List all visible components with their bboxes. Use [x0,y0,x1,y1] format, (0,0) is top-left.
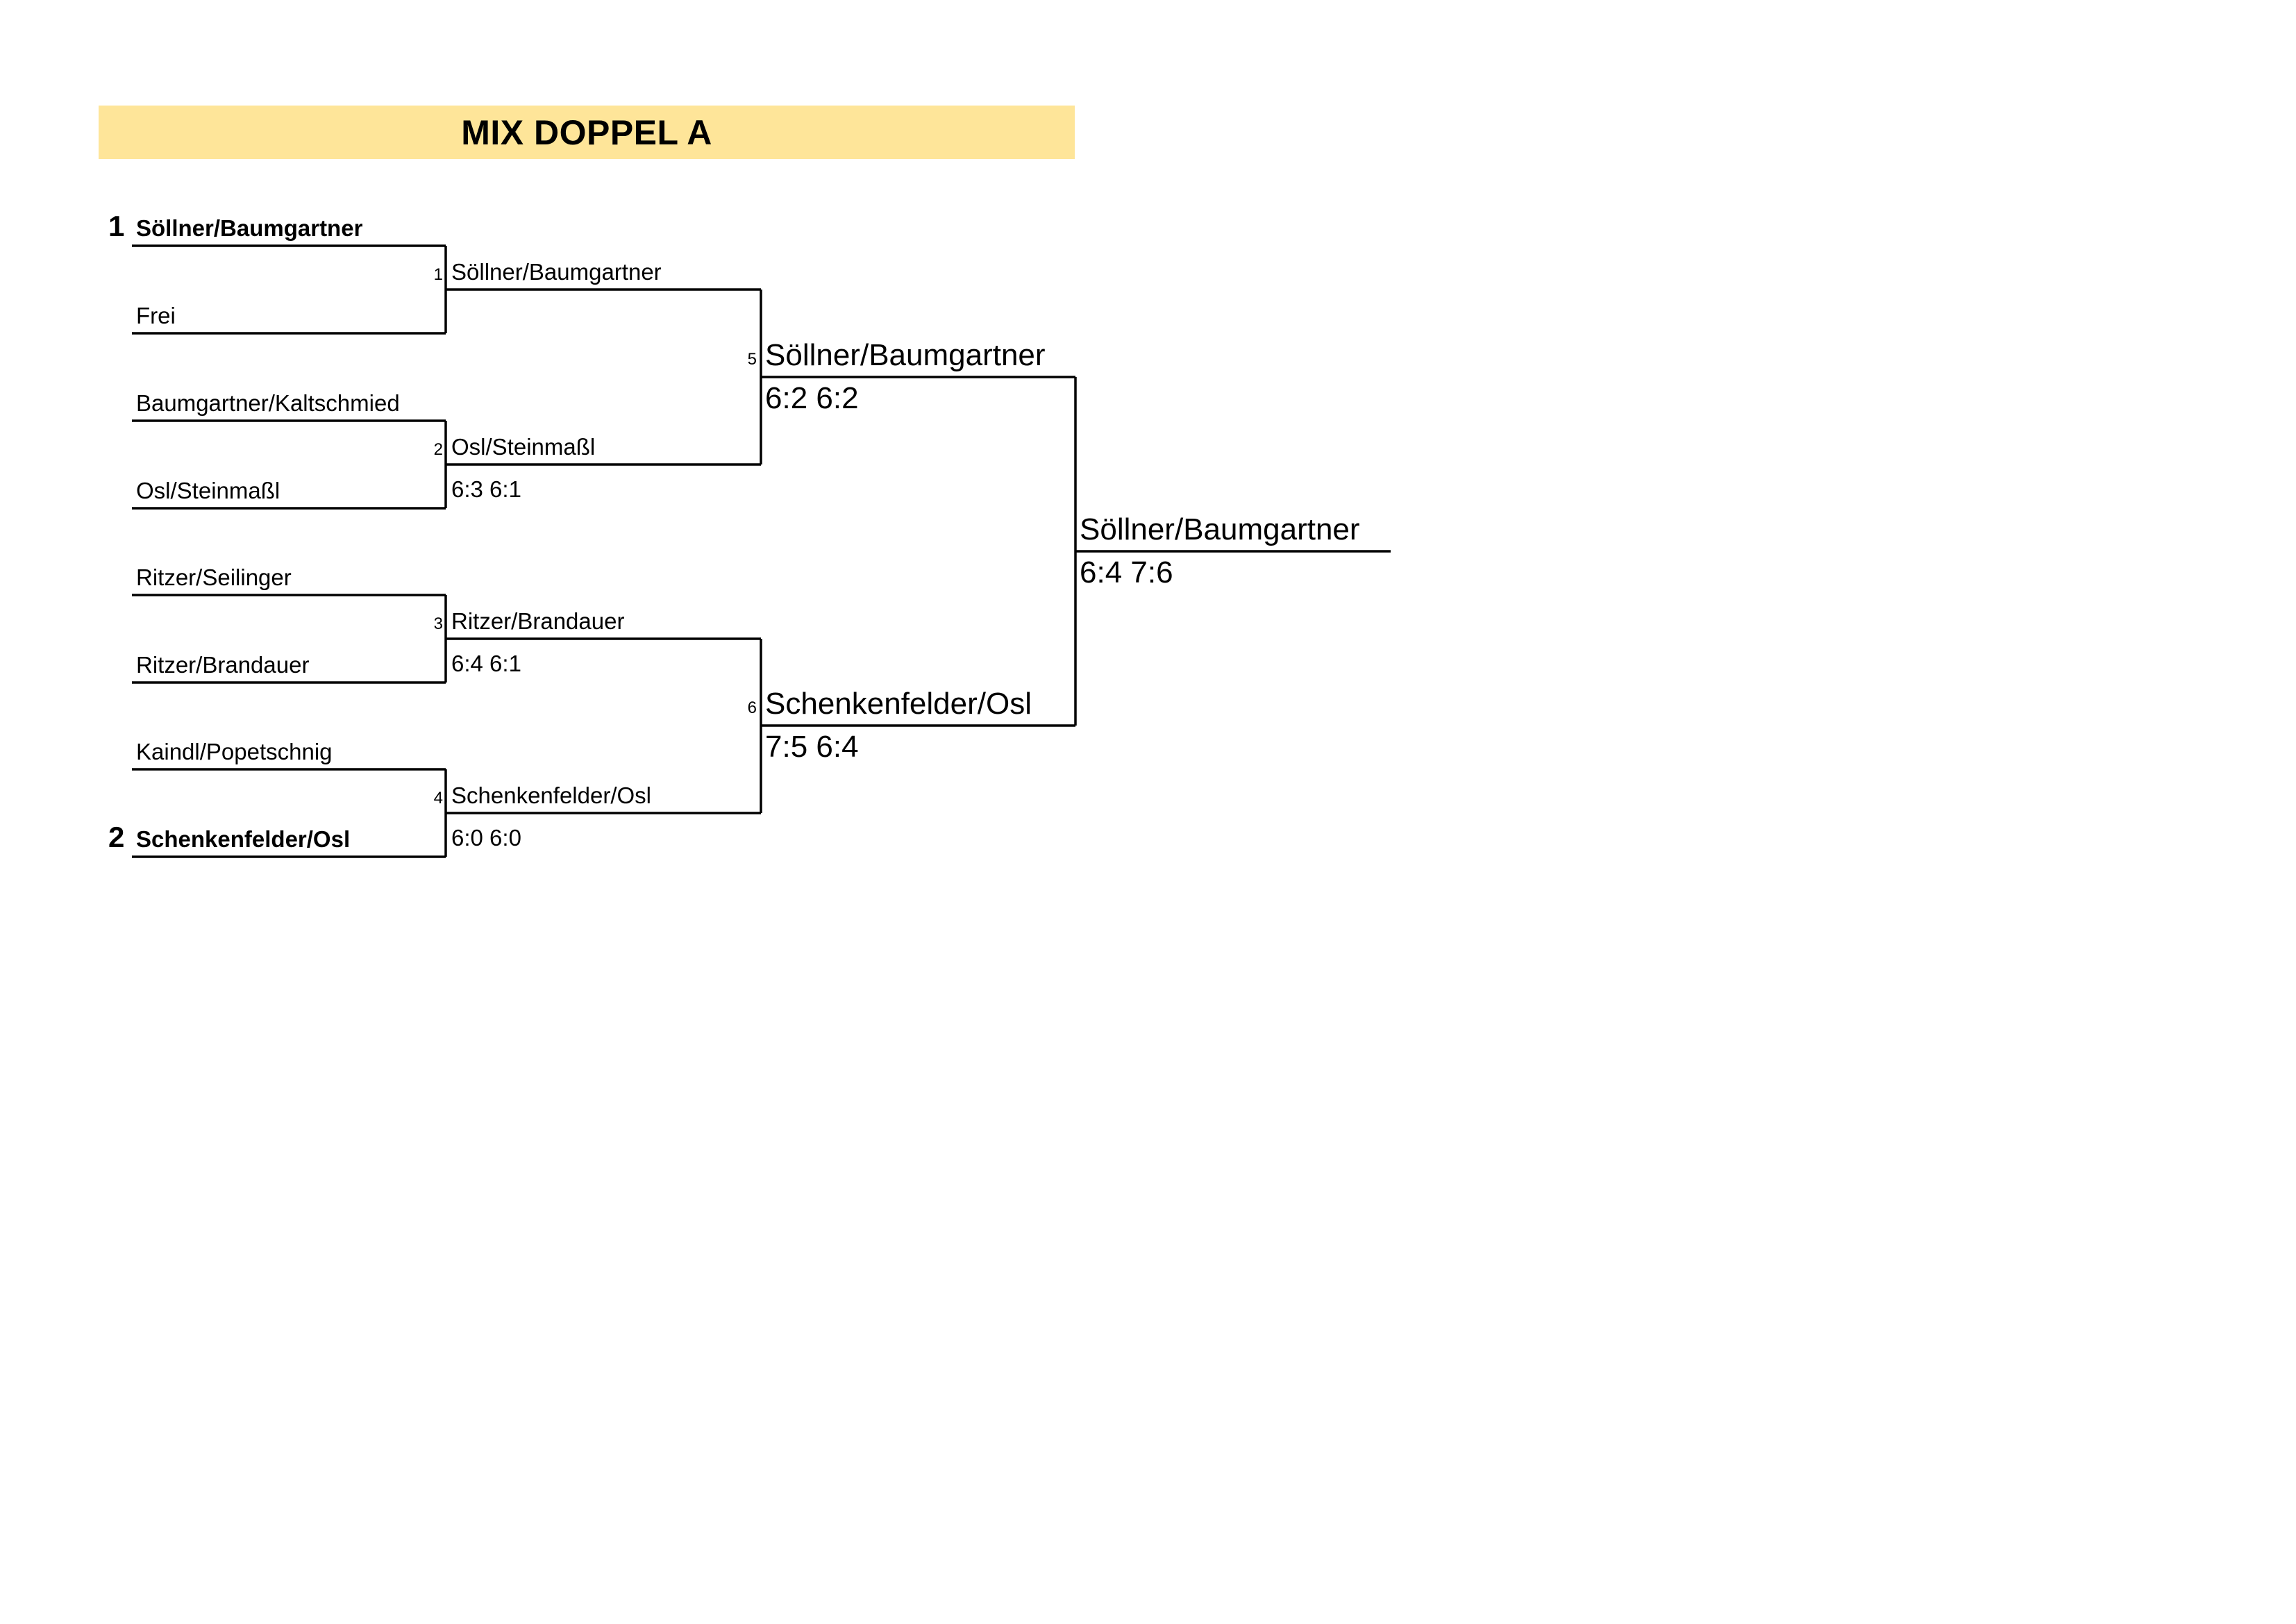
entry-4: Osl/Steinmaßl [136,478,280,503]
qf-winner-3: Ritzer/Brandauer [451,608,624,634]
qf-winner-2: Osl/Steinmaßl [451,434,595,460]
final-score: 6:4 7:6 [1080,555,1173,589]
seed-number-1: 1 [108,210,124,242]
seed-number-2: 2 [108,821,124,853]
qf-score-3: 6:4 6:1 [451,651,521,676]
match-number: 1 [434,265,443,284]
entry-2: Frei [136,303,176,328]
entry-6: Ritzer/Brandauer [136,652,309,678]
page-title: MIX DOPPEL A [461,112,712,152]
match-number: 5 [748,350,757,369]
entry-8: Schenkenfelder/Osl [136,826,350,852]
match-number: 3 [434,614,443,633]
match-number: 6 [748,698,757,717]
sf-score-1: 6:2 6:2 [765,381,859,415]
final-winner: Söllner/Baumgartner [1080,512,1360,546]
qf-winner-1: Söllner/Baumgartner [451,259,662,285]
title-banner: MIX DOPPEL A [99,106,1075,159]
entry-3: Baumgartner/Kaltschmied [136,390,400,416]
match-number: 2 [434,440,443,459]
entry-5: Ritzer/Seilinger [136,564,292,590]
qf-winner-4: Schenkenfelder/Osl [451,782,651,808]
sf-winner-1: Söllner/Baumgartner [765,338,1046,372]
sf-winner-2: Schenkenfelder/Osl [765,687,1032,721]
qf-score-2: 6:3 6:1 [451,476,521,502]
entry-1: Söllner/Baumgartner [136,215,363,241]
match-number: 4 [434,789,443,807]
sf-score-2: 7:5 6:4 [765,730,859,764]
entry-7: Kaindl/Popetschnig [136,739,333,764]
qf-score-4: 6:0 6:0 [451,825,521,851]
